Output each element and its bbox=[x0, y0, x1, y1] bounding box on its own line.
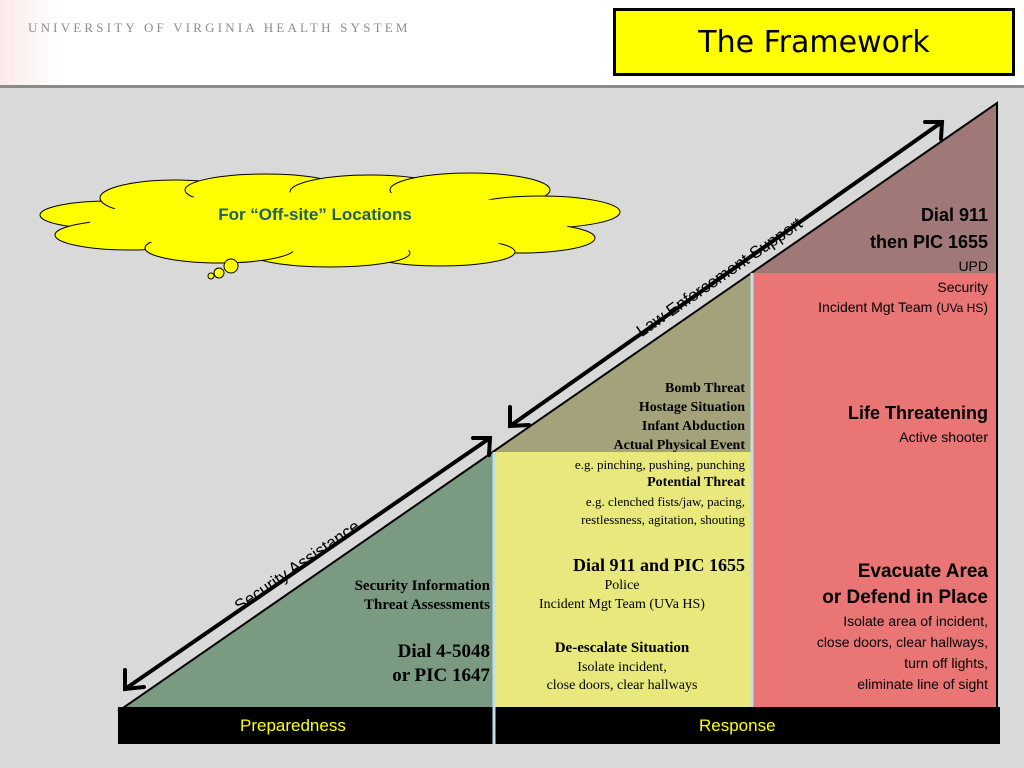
close-doors-text: close doors, clear hallways bbox=[546, 678, 698, 693]
active-shooter-text: Active shooter bbox=[899, 429, 988, 445]
evacuate-area-text: Evacuate Area bbox=[857, 561, 988, 582]
actual-physical-event-text: Actual Physical Event bbox=[613, 438, 745, 453]
law-enforcement-arrow bbox=[508, 120, 945, 429]
then-pic-text: then PIC 1655 bbox=[869, 232, 988, 252]
right-imt-text: Incident Mgt Team (UVa HS) bbox=[700, 299, 988, 315]
deescalate-text: De-escalate Situation bbox=[554, 640, 690, 656]
right-imt-prefix: Incident Mgt Team ( bbox=[818, 299, 941, 315]
isolate-incident-text: Isolate incident, bbox=[577, 660, 667, 675]
infant-abduction-text: Infant Abduction bbox=[641, 419, 745, 434]
thought-cloud bbox=[39, 172, 621, 280]
cloud-text: For “Off-site” Locations bbox=[218, 205, 412, 224]
preparedness-dial-line1: Dial 4-5048 bbox=[397, 641, 490, 662]
potential-threat-text: Potential Threat bbox=[647, 475, 745, 490]
response-label: Response bbox=[699, 716, 776, 735]
police-text: Police bbox=[604, 578, 640, 593]
right-imt-suffix: ) bbox=[983, 299, 988, 315]
bottom-bar bbox=[118, 707, 1000, 744]
isolate-area-text: Isolate area of incident, bbox=[843, 613, 988, 629]
close-doors-hallways-text: close doors, clear hallways, bbox=[816, 634, 988, 650]
page-title: The Framework bbox=[613, 8, 1015, 76]
middle-zone-lower bbox=[494, 452, 753, 708]
organization-name: UNIVERSITY OF VIRGINIA HEALTH SYSTEM bbox=[28, 20, 411, 35]
threat-assessments-text: Threat Assessments bbox=[364, 597, 490, 613]
security-text: Security bbox=[937, 279, 988, 295]
potential-threat-examples-1: e.g. clenched fists/jaw, pacing, bbox=[585, 494, 745, 509]
header: UNIVERSITY OF VIRGINIA HEALTH SYSTEM The… bbox=[0, 0, 1024, 86]
defend-in-place-text: or Defend in Place bbox=[822, 587, 988, 608]
right-imt-org: UVa HS bbox=[940, 301, 984, 315]
dial-911-text: Dial 911 bbox=[920, 205, 988, 225]
hostage-situation-text: Hostage Situation bbox=[638, 400, 745, 415]
middle-imt-text: Incident Mgt Team (UVa HS) bbox=[539, 597, 705, 612]
turn-off-lights-text: turn off lights, bbox=[904, 655, 988, 671]
actual-event-examples: e.g. pinching, pushing, punching bbox=[574, 457, 745, 472]
life-threatening-text: Life Threatening bbox=[847, 403, 988, 423]
potential-threat-examples-2: restlessness, agitation, shouting bbox=[581, 512, 745, 527]
eliminate-line-of-sight-text: eliminate line of sight bbox=[857, 676, 988, 692]
preparedness-label: Preparedness bbox=[240, 716, 346, 735]
security-assistance-arrow bbox=[123, 436, 493, 692]
middle-dial-text: Dial 911 and PIC 1655 bbox=[572, 555, 745, 575]
security-information-text: Security Information bbox=[354, 578, 490, 594]
right-zone-lower bbox=[753, 273, 997, 708]
upd-text: UPD bbox=[958, 258, 988, 274]
header-divider bbox=[0, 85, 1024, 88]
preparedness-dial-line2: or PIC 1647 bbox=[392, 665, 490, 686]
bomb-threat-text: Bomb Threat bbox=[665, 381, 745, 396]
